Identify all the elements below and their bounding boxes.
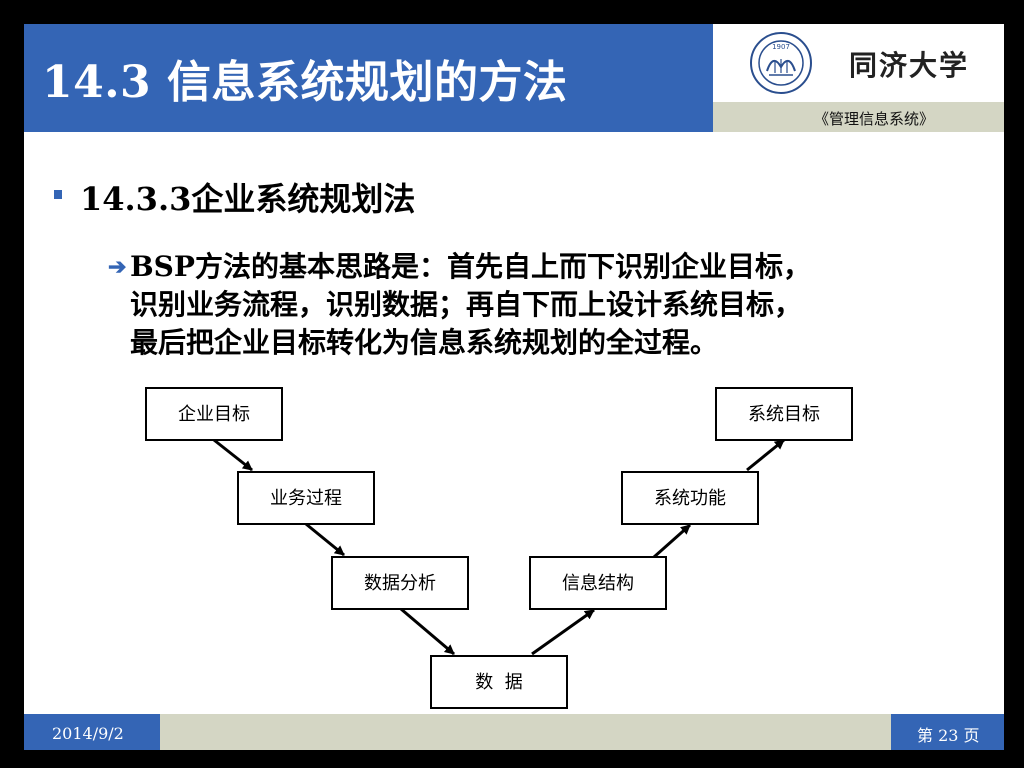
footer-date-bar: 2014/9/2 <box>24 714 160 750</box>
node-data: 数 据 <box>430 655 568 709</box>
slide-title: 14.3 信息系统规划的方法 <box>42 57 568 108</box>
node-system-function: 系统功能 <box>621 471 759 525</box>
node-business-process: 业务过程 <box>237 471 375 525</box>
node-info-structure-label: 信息结构 <box>562 573 634 594</box>
arrow-process-to-analysis <box>305 522 345 557</box>
logo-area: 1907 同济大学 <box>713 24 1004 102</box>
footer-band <box>160 714 891 750</box>
paragraph-line-2: 识别业务流程，识别数据；再自下而上设计系统目标， <box>130 288 803 321</box>
arrow-analysis-to-data <box>400 607 455 656</box>
footer-page-bar: 第 23 页 <box>891 714 1004 750</box>
arrow-data-to-structure <box>531 608 595 656</box>
seal-year: 1907 <box>772 43 790 51</box>
arrow-bullet-icon: ➔ <box>108 254 127 280</box>
university-seal-icon: 1907 <box>750 32 812 94</box>
node-data-analysis-label: 数据分析 <box>364 573 436 594</box>
paragraph-line-3: 最后把企业目标转化为信息系统规划的全过程。 <box>130 326 719 359</box>
node-system-goal: 系统目标 <box>715 387 853 441</box>
paragraph-line-1: BSP方法的基本思路是：首先自上而下识别企业目标， <box>130 250 811 283</box>
square-bullet-icon <box>54 190 62 199</box>
bsp-v-diagram: 企业目标 业务过程 数据分析 数 据 信息结构 系统功能 系统目标 <box>145 387 853 709</box>
course-bar: 《管理信息系统》 <box>713 102 1004 132</box>
node-enterprise-goal-label: 企业目标 <box>178 404 250 425</box>
node-system-function-label: 系统功能 <box>654 488 726 509</box>
arrow-function-to-goal <box>746 438 785 472</box>
footer-date: 2014/9/2 <box>52 724 124 743</box>
description-paragraph: ➔ BSP方法的基本思路是：首先自上而下识别企业目标， 识别业务流程，识别数据；… <box>108 248 960 362</box>
node-data-label: 数 据 <box>475 672 522 693</box>
slide: 14.3 信息系统规划的方法 1907 同济大学 《管理信息系统》 14.3.3… <box>24 24 1004 750</box>
section-heading-text: 14.3.3企业系统规划法 <box>80 180 416 218</box>
node-business-process-label: 业务过程 <box>270 488 342 509</box>
title-bar: 14.3 信息系统规划的方法 <box>24 24 713 132</box>
arrow-structure-to-function <box>653 523 691 559</box>
node-data-analysis: 数据分析 <box>331 556 469 610</box>
node-enterprise-goal: 企业目标 <box>145 387 283 441</box>
university-name: 同济大学 <box>849 49 970 82</box>
arrow-goal-to-process <box>213 438 253 472</box>
page-number: 第 23 页 <box>917 726 980 745</box>
node-system-goal-label: 系统目标 <box>748 404 820 425</box>
node-info-structure: 信息结构 <box>529 556 667 610</box>
course-name: 《管理信息系统》 <box>813 110 934 128</box>
